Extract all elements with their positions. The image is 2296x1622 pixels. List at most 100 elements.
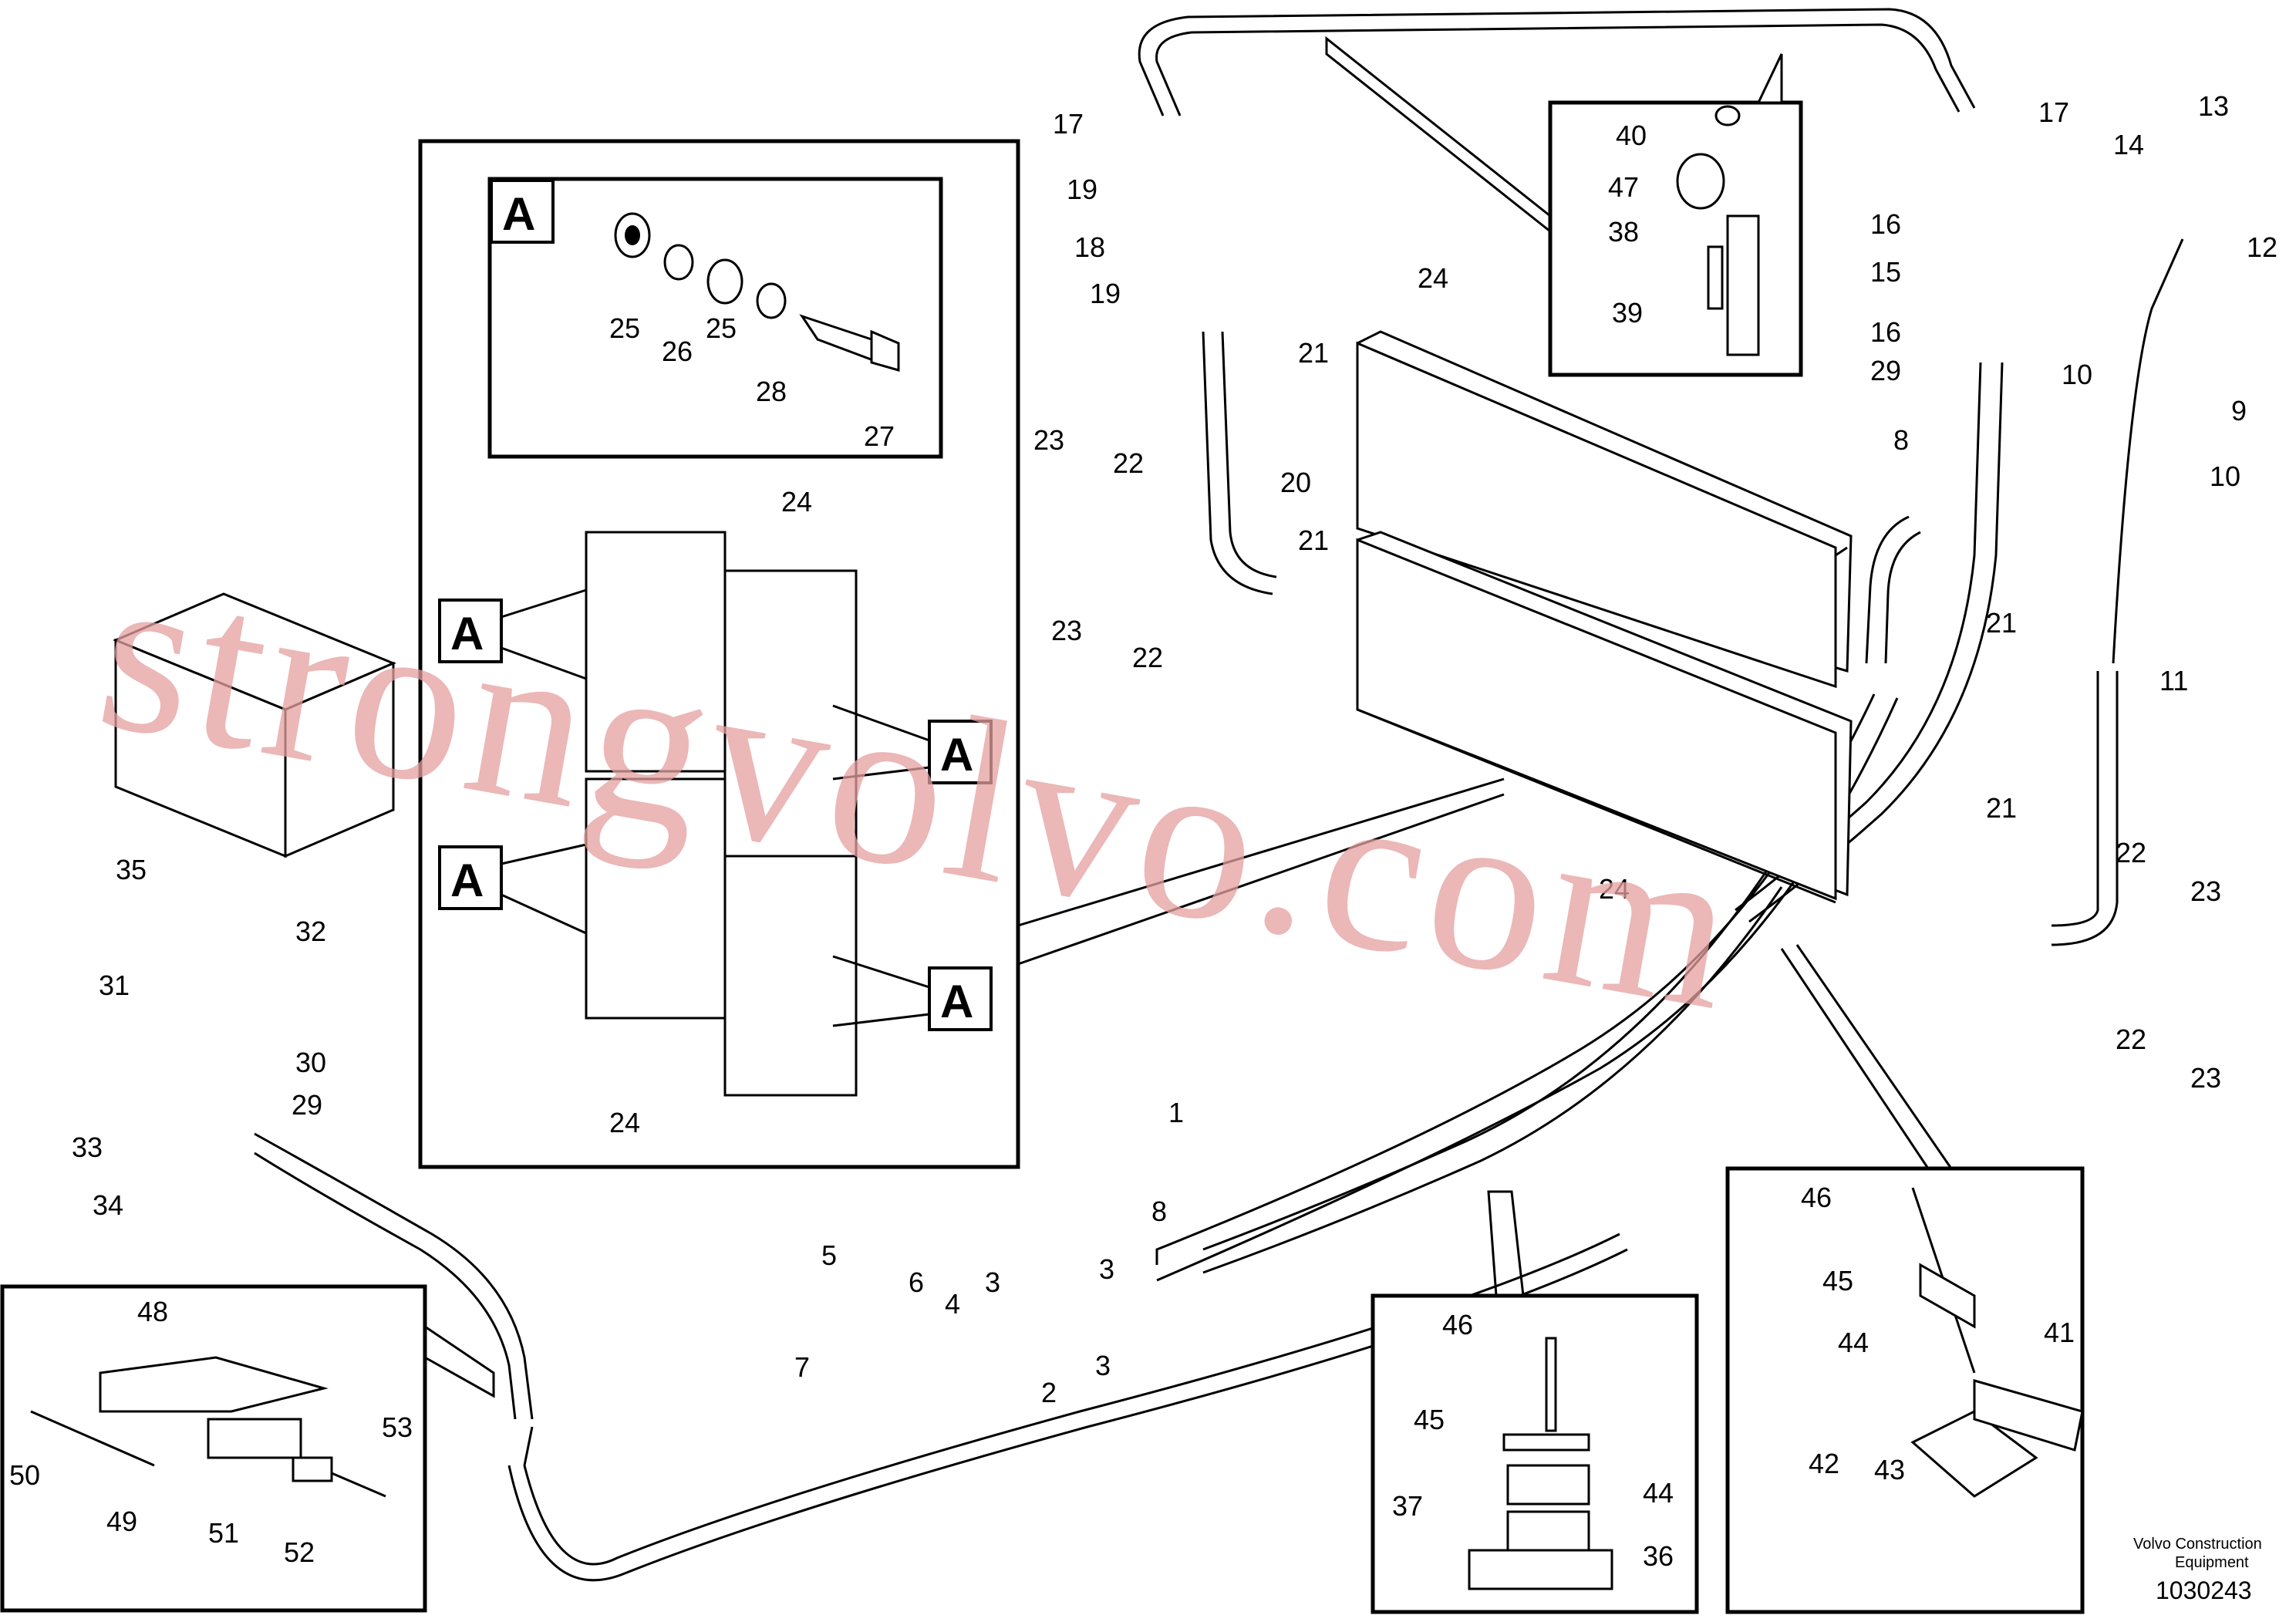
callout-22c: 22 bbox=[2116, 837, 2146, 868]
callout-1: 1 bbox=[1168, 1097, 1184, 1128]
callout-24c: 24 bbox=[1418, 262, 1448, 294]
callout-51: 51 bbox=[208, 1517, 239, 1549]
letter-A-box-1 bbox=[490, 179, 555, 244]
footer-company-line1: Volvo Construction bbox=[2133, 1536, 2262, 1553]
callout-8a: 8 bbox=[1151, 1195, 1167, 1227]
callout-45a: 45 bbox=[1822, 1265, 1853, 1297]
footer-drawing-number: 1030243 bbox=[2156, 1576, 2252, 1604]
callout-26: 26 bbox=[662, 336, 693, 367]
cooler-lower-face bbox=[1356, 538, 1837, 901]
callout-14: 14 bbox=[2113, 129, 2144, 160]
hose-9-11 bbox=[2112, 238, 2184, 664]
callout-46a: 46 bbox=[1801, 1182, 1832, 1213]
callout-20: 20 bbox=[1280, 467, 1311, 498]
callout-35: 35 bbox=[116, 854, 147, 885]
callout-21c: 21 bbox=[1986, 607, 2017, 639]
detail-box-clamp-48 bbox=[0, 1284, 495, 1613]
callout-12: 12 bbox=[2247, 231, 2277, 263]
callout-21a: 21 bbox=[1298, 337, 1329, 369]
block-upper-right bbox=[723, 569, 858, 858]
hose-29-left bbox=[254, 1132, 534, 1420]
callout-47: 47 bbox=[1608, 171, 1639, 203]
hose-8-right-b bbox=[1884, 531, 1921, 664]
callout-48: 48 bbox=[137, 1296, 168, 1327]
callout-18: 18 bbox=[1074, 231, 1105, 263]
callout-24a: 24 bbox=[781, 486, 812, 518]
callout-22b: 22 bbox=[1132, 642, 1163, 673]
callout-52: 52 bbox=[284, 1536, 315, 1568]
callout-17a: 17 bbox=[1053, 108, 1084, 140]
callout-36: 36 bbox=[1643, 1540, 1674, 1572]
block-lower-left bbox=[585, 777, 727, 1020]
hose-8-lower-b bbox=[1202, 886, 1783, 1274]
callout-45b: 45 bbox=[1414, 1404, 1445, 1435]
callout-38: 38 bbox=[1608, 216, 1639, 248]
block-upper-left bbox=[585, 531, 727, 773]
footer-company-line2: Equipment bbox=[2175, 1554, 2249, 1571]
pipe-11-b bbox=[2051, 671, 2119, 946]
callout-3b: 3 bbox=[985, 1266, 1000, 1298]
callout-22a: 22 bbox=[1113, 447, 1144, 479]
callout-53: 53 bbox=[382, 1411, 413, 1443]
callout-21d: 21 bbox=[1986, 792, 2017, 824]
callout-27: 27 bbox=[864, 420, 895, 452]
callout-17b: 17 bbox=[2038, 96, 2069, 128]
detail-box-frame bbox=[418, 139, 1020, 1169]
callout-24d: 24 bbox=[1599, 873, 1630, 905]
hose-29-left-b bbox=[254, 1152, 517, 1420]
letter-A-4: A bbox=[450, 855, 484, 906]
callout-29a: 29 bbox=[292, 1089, 322, 1121]
callout-3c: 3 bbox=[1095, 1350, 1111, 1381]
callout-42: 42 bbox=[1809, 1448, 1839, 1479]
callout-39: 39 bbox=[1612, 297, 1643, 329]
callout-29b: 29 bbox=[1870, 355, 1901, 386]
detail-box-clamp bbox=[1371, 1190, 1699, 1614]
detail-box-bracket-41 bbox=[1725, 944, 2085, 1614]
callout-10b: 10 bbox=[2210, 460, 2240, 492]
callout-33: 33 bbox=[72, 1131, 103, 1163]
callout-22d: 22 bbox=[2116, 1023, 2146, 1055]
callout-44a: 44 bbox=[1838, 1327, 1869, 1358]
callout-23c: 23 bbox=[2190, 875, 2221, 907]
callout-43: 43 bbox=[1874, 1454, 1905, 1485]
letter-A-box-2 bbox=[438, 599, 503, 663]
callout-32: 32 bbox=[295, 916, 326, 947]
callout-50: 50 bbox=[9, 1459, 40, 1491]
callout-16b: 16 bbox=[1870, 316, 1901, 348]
detail-box-bracket bbox=[1325, 35, 1803, 377]
letter-A-2: A bbox=[450, 608, 484, 659]
callout-7: 7 bbox=[794, 1351, 810, 1383]
drawing-footer: Volvo Construction Equipment 1030243 bbox=[2133, 1536, 2262, 1604]
callout-4: 4 bbox=[945, 1288, 960, 1320]
callout-8b: 8 bbox=[1893, 424, 1909, 456]
callout-40: 40 bbox=[1616, 120, 1647, 151]
callout-30: 30 bbox=[295, 1047, 326, 1078]
callout-24b: 24 bbox=[609, 1107, 640, 1138]
part-labels: 1 2 3 3 3 4 5 6 7 8 8 9 10 10 11 12 13 1… bbox=[9, 90, 2277, 1572]
cooler-upper-face bbox=[1356, 341, 1837, 689]
hose-8-lower bbox=[1202, 871, 1768, 1251]
callout-19b: 19 bbox=[1090, 278, 1121, 309]
callout-2: 2 bbox=[1041, 1377, 1057, 1408]
letter-A-box-3 bbox=[928, 720, 993, 784]
callout-46b: 46 bbox=[1442, 1309, 1473, 1340]
callout-10a: 10 bbox=[2062, 359, 2092, 390]
pipe-20 bbox=[1202, 331, 1273, 595]
callout-11: 11 bbox=[2159, 665, 2188, 696]
callout-37: 37 bbox=[1392, 1490, 1423, 1522]
letter-A-1: A bbox=[502, 188, 535, 240]
callout-3a: 3 bbox=[1099, 1253, 1114, 1285]
callout-13: 13 bbox=[2198, 90, 2229, 122]
callout-23d: 23 bbox=[2190, 1062, 2221, 1094]
callout-23b: 23 bbox=[1051, 615, 1082, 646]
letter-A-3: A bbox=[940, 729, 973, 781]
hose-17-top bbox=[1138, 8, 1976, 116]
cooler-assembly bbox=[1356, 330, 1853, 904]
callout-44b: 44 bbox=[1643, 1477, 1674, 1509]
hose-17-top-inner bbox=[1155, 23, 1961, 116]
letter-A-box-5 bbox=[928, 966, 993, 1031]
callout-25a: 25 bbox=[609, 312, 640, 344]
block-lower-right bbox=[723, 855, 858, 1097]
letter-A-box-4 bbox=[438, 845, 503, 910]
callout-23a: 23 bbox=[1033, 424, 1064, 456]
